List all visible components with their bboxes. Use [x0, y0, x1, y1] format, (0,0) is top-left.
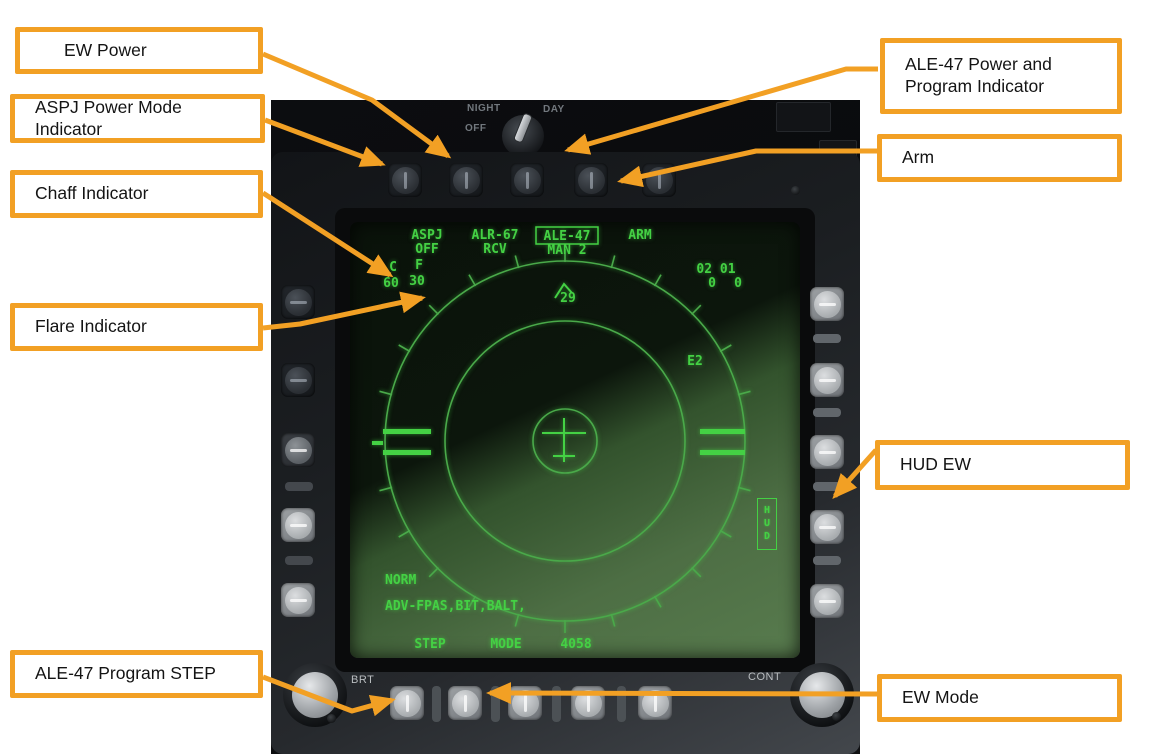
button-right-5[interactable] — [810, 584, 844, 618]
aspj-status: OFF — [415, 242, 439, 257]
button-bottom-4[interactable] — [571, 686, 605, 720]
emitter-symbol: E2 — [687, 354, 703, 369]
hud-indicator: HUD — [757, 498, 777, 550]
flare-label: F — [415, 258, 423, 273]
bezel-spacer — [617, 686, 626, 722]
bezel-spacer — [491, 686, 500, 722]
button-ew-mode[interactable] — [448, 686, 482, 720]
ale47-label: ALE-47 — [544, 229, 591, 244]
ew-mode-value: NORM — [385, 573, 416, 588]
screw — [791, 186, 800, 195]
heading-value: 29 — [560, 291, 576, 306]
knob-cap — [292, 672, 338, 718]
bezel-spacer — [552, 686, 561, 722]
ale47-status: MAN 2 — [547, 243, 586, 258]
callout-hud-ew-label: HUD EW — [900, 454, 971, 475]
expendables-row1: 02 01 — [696, 262, 735, 277]
button-left-2[interactable] — [281, 363, 315, 397]
screw — [327, 714, 336, 723]
chaff-count: 60 — [383, 276, 399, 291]
bezel-spacer — [813, 482, 841, 491]
callout-ale47-power-label: ALE-47 Power and Program Indicator — [905, 54, 1052, 96]
ew-display-graphics: ASPJ OFF ALR-67 RCV ALE-47 MAN 2 ARM C F… — [372, 226, 751, 652]
inner-ring — [444, 320, 686, 562]
brt-label: BRT — [351, 674, 375, 686]
cont-label: CONT — [748, 671, 782, 683]
expendables-zero1: 0 — [708, 276, 716, 291]
callout-ale47-step: ALE-47 Program STEP — [10, 650, 263, 698]
button-ale47-step[interactable] — [390, 686, 424, 720]
bezel-spacer — [285, 482, 313, 491]
callout-arm: Arm — [877, 134, 1122, 182]
compass-ticks — [379, 249, 751, 633]
bezel-spacer — [813, 556, 841, 565]
step-label: STEP — [414, 637, 445, 652]
mode-label: MODE — [490, 637, 521, 652]
button-ew-power[interactable] — [449, 163, 483, 197]
cont-knob[interactable] — [790, 663, 854, 727]
bezel-spacer — [813, 408, 841, 417]
button-right-3[interactable] — [810, 435, 844, 469]
chaff-label: C — [389, 260, 397, 275]
callout-aspj-label: ASPJ Power Mode Indicator — [35, 96, 182, 139]
aspj-label: ASPJ — [411, 228, 442, 243]
ownship-symbol — [542, 418, 586, 462]
status-line: ADV-FPAS,BIT,BALT, — [385, 599, 526, 614]
callout-ew-power: EW Power — [15, 27, 263, 74]
heading-caret-icon — [554, 282, 573, 299]
alr67-label: ALR-67 — [472, 228, 519, 243]
button-arm[interactable] — [574, 163, 608, 197]
button-left-1[interactable] — [281, 285, 315, 319]
callout-chaff-label: Chaff Indicator — [35, 183, 149, 204]
center-circle — [532, 408, 598, 474]
callout-flare: Flare Indicator — [10, 303, 263, 351]
day-label: DAY — [543, 104, 565, 115]
knob-cap — [799, 672, 845, 718]
ale47-highlight-box — [535, 226, 599, 245]
callout-ew-mode: EW Mode — [877, 674, 1122, 722]
code-value: 4058 — [560, 637, 591, 652]
button-hud-ew[interactable] — [810, 510, 844, 544]
callout-chaff: Chaff Indicator — [10, 170, 263, 218]
knob-handle — [512, 112, 534, 144]
button-top-5[interactable] — [642, 163, 676, 197]
mfd-photo: NIGHT DAY OFF — [271, 100, 860, 754]
callout-ew-mode-label: EW Mode — [902, 687, 979, 708]
button-left-4[interactable] — [281, 508, 315, 542]
screw — [832, 712, 841, 721]
background-panel-detail — [776, 102, 831, 132]
brt-knob[interactable] — [283, 663, 347, 727]
callout-ale47-step-label: ALE-47 Program STEP — [35, 663, 216, 684]
off-label: OFF — [465, 123, 487, 134]
arm-label: ARM — [628, 228, 652, 243]
button-ale47-power[interactable] — [510, 163, 544, 197]
azimuth-marker-right — [700, 429, 745, 455]
button-left-3[interactable] — [281, 433, 315, 467]
day-night-knob[interactable] — [502, 112, 544, 157]
button-bottom-5[interactable] — [638, 686, 672, 720]
bezel-spacer — [813, 334, 841, 343]
callout-ale47-power: ALE-47 Power and Program Indicator — [880, 38, 1122, 114]
azimuth-marker-left — [372, 429, 431, 455]
ew-display-screen: ASPJ OFF ALR-67 RCV ALE-47 MAN 2 ARM C F… — [350, 222, 800, 658]
button-right-1[interactable] — [810, 287, 844, 321]
bezel-spacer — [285, 556, 313, 565]
night-label: NIGHT — [467, 103, 501, 114]
expendables-zero2: 0 — [734, 276, 742, 291]
callout-ew-power-label: EW Power — [64, 39, 147, 60]
flare-count: 30 — [409, 274, 425, 289]
callout-aspj: ASPJ Power Mode Indicator — [10, 94, 265, 143]
bezel-spacer — [432, 686, 441, 722]
callout-hud-ew: HUD EW — [875, 440, 1130, 490]
callout-flare-label: Flare Indicator — [35, 316, 147, 337]
alr67-status: RCV — [483, 242, 507, 257]
button-aspj-power[interactable] — [388, 163, 422, 197]
button-right-2[interactable] — [810, 363, 844, 397]
button-left-5[interactable] — [281, 583, 315, 617]
button-bottom-3[interactable] — [508, 686, 542, 720]
callout-arm-label: Arm — [902, 147, 935, 168]
